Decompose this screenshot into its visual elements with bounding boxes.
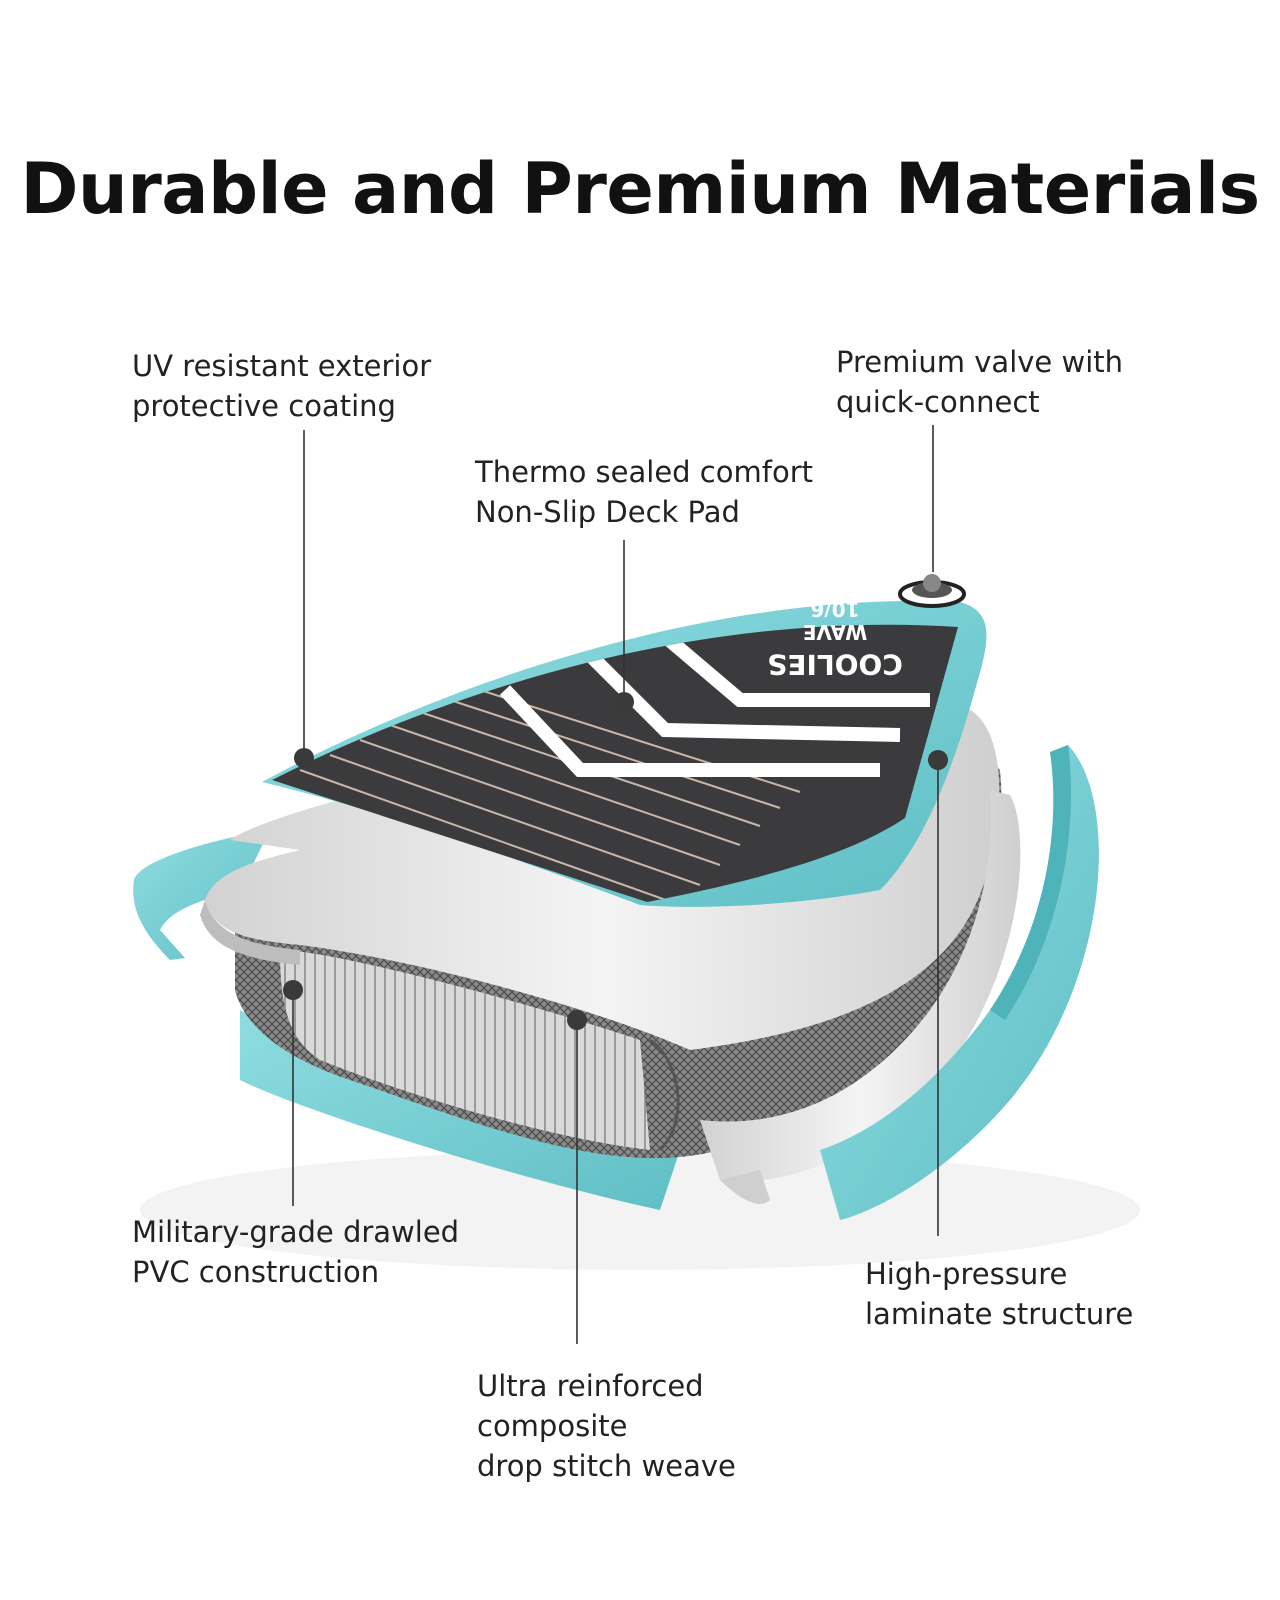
dot-pvc (283, 980, 303, 1000)
layer-top-deck: COOLIES WAVE 10/6 (262, 597, 987, 907)
callout-line: drop stitch weave (477, 1449, 736, 1483)
callout-line: UV resistant exterior (132, 349, 432, 383)
callout-line: Non-Slip Deck Pad (475, 495, 740, 529)
callout-line: Ultra reinforced (477, 1369, 704, 1403)
callout-valve: Premium valve with quick-connect (836, 342, 1123, 422)
callout-line: laminate structure (865, 1297, 1134, 1331)
callout-line: High-pressure (865, 1257, 1068, 1291)
callout-drop-stitch: Ultra reinforced composite drop stitch w… (477, 1366, 736, 1486)
callout-uv-coating: UV resistant exterior protective coating (132, 346, 431, 426)
dot-deck (614, 692, 634, 712)
board-size-print: 10/6 (810, 597, 859, 621)
dot-laminate (928, 750, 948, 770)
callout-line: Premium valve with (836, 345, 1123, 379)
callout-deck-pad: Thermo sealed comfort Non-Slip Deck Pad (475, 452, 813, 532)
callout-line: Military-grade drawled (132, 1215, 460, 1249)
callout-line: protective coating (132, 389, 396, 423)
board-model-print: WAVE (803, 620, 867, 644)
deck-pad-grooves (299, 626, 930, 902)
callout-leaders (292, 425, 939, 1344)
callout-dots (283, 692, 948, 1030)
layer-right-teal-strip (820, 745, 1099, 1220)
callout-laminate-structure: High-pressure laminate structure (865, 1254, 1133, 1334)
board-brand-print: COOLIES (767, 648, 903, 681)
layer-left-teal-strip (133, 830, 270, 960)
layer-drop-stitch-core (235, 760, 1002, 1159)
callout-line: quick-connect (836, 385, 1040, 419)
valve-icon (898, 574, 966, 608)
callout-pvc-construction: Military-grade drawled PVC construction (132, 1212, 459, 1292)
callout-line: Thermo sealed comfort (475, 455, 813, 489)
callout-line: PVC construction (132, 1255, 380, 1289)
page-title: Durable and Premium Materials (20, 148, 1260, 230)
dot-dropstitch (567, 1010, 587, 1030)
callout-line: composite (477, 1409, 628, 1443)
dot-uv (294, 748, 314, 768)
